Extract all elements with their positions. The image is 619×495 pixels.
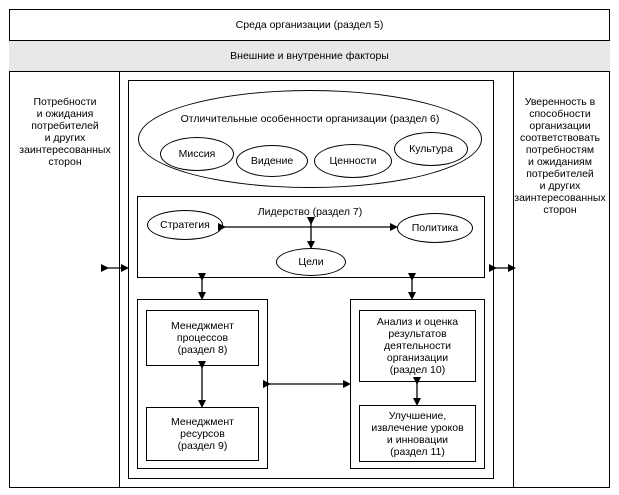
values-ellipse: Ценности [314, 144, 392, 178]
right-panel-text: Уверенность в способности организации со… [514, 96, 606, 216]
goals-ellipse: Цели [276, 248, 346, 276]
right-divider [513, 72, 514, 488]
policy-ellipse: Политика [397, 213, 473, 243]
vision-ellipse: Видение [236, 145, 308, 177]
factors-title: Внешние и внутренние факторы [9, 41, 610, 72]
analysis-box: Анализ и оценка результатов деятельности… [359, 310, 476, 382]
left-panel-text: Потребности и ожидания потребителей и др… [19, 96, 111, 168]
improvement-box: Улучшение, извлечение уроков и инновации… [359, 405, 476, 462]
resource-management-box: Менеджмент ресурсов (раздел 9) [146, 407, 259, 461]
leadership-title: Лидерство (раздел 7) [257, 206, 363, 218]
left-divider [119, 72, 120, 488]
mission-ellipse: Миссия [160, 137, 234, 171]
process-management-box: Менеджмент процессов (раздел 8) [146, 310, 259, 366]
identity-title: Отличительные особенности организации (р… [180, 113, 440, 125]
environment-title: Среда организации (раздел 5) [9, 9, 610, 41]
culture-ellipse: Культура [394, 132, 468, 166]
